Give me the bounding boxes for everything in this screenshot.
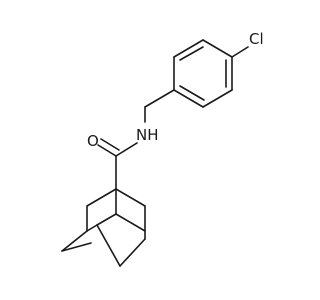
bond bbox=[61, 242, 92, 252]
bond bbox=[231, 46, 249, 58]
bond bbox=[173, 39, 204, 58]
bond bbox=[179, 46, 204, 61]
bond bbox=[115, 213, 146, 232]
bond bbox=[96, 213, 117, 226]
bond bbox=[96, 224, 121, 267]
bond bbox=[119, 238, 146, 267]
bond bbox=[144, 89, 175, 108]
atom-labels: Cl NH O bbox=[87, 30, 264, 150]
chlorine-label: Cl bbox=[249, 30, 264, 48]
nitrogen-label: NH bbox=[136, 126, 159, 144]
bond bbox=[86, 224, 98, 232]
bond bbox=[202, 89, 233, 108]
bond bbox=[86, 188, 117, 207]
bond bbox=[115, 142, 138, 157]
bond bbox=[97, 144, 117, 157]
bond bbox=[173, 89, 204, 108]
bond bbox=[202, 39, 233, 58]
oxygen-label: O bbox=[87, 132, 99, 150]
bond bbox=[61, 230, 88, 252]
bond bbox=[115, 188, 146, 207]
bond bbox=[179, 85, 205, 101]
bonds bbox=[61, 39, 249, 267]
molecule-diagram: Cl NH O bbox=[61, 30, 264, 267]
bond bbox=[100, 138, 120, 151]
